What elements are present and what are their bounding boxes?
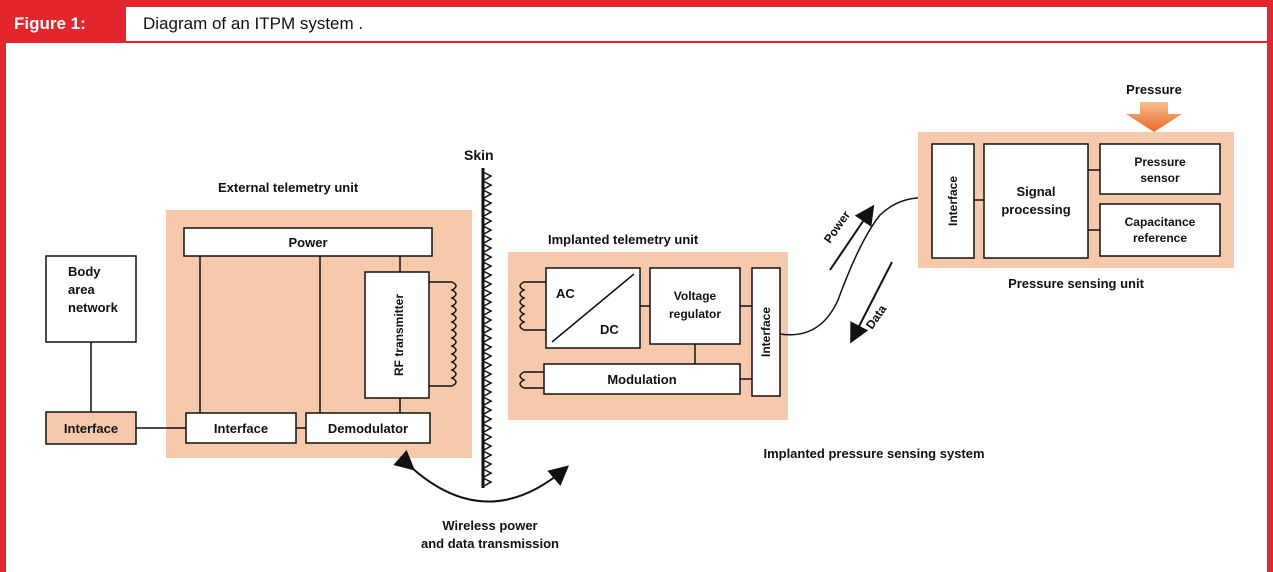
wireless-arrow [393,449,570,503]
figure-label: Figure 1: [6,7,126,41]
implanted-system-label: Implanted pressure sensing system [763,446,984,461]
interface-sensor-label: Interface [946,176,960,226]
interface-sensor-box [931,143,975,259]
power-arrow-label: Power [821,208,853,246]
ac-label: AC [556,286,575,301]
data-arrow [850,261,893,344]
power-label: Power [288,235,327,250]
wireless-label-1: Wireless power [442,518,537,533]
skin-label: Skin [464,147,494,163]
power-arrow [829,204,875,271]
modulation-box [543,363,741,395]
interface-left-label: Interface [64,421,118,436]
pressure-sensor-box [1099,143,1221,195]
wireless-label-2: and data transmission [421,536,559,551]
data-arrow-label: Data [863,302,890,332]
rf-coil [429,281,457,387]
interface-left-box [45,411,137,445]
capacitance-reference-box [1099,203,1221,257]
figure-title: Diagram of an ITPM system . [143,14,364,33]
dc-label: DC [600,322,619,337]
demodulator-box [305,412,431,444]
interface-impl-box [751,267,781,397]
interface-impl-label: Interface [759,307,773,357]
pressure-sensor-label-1: Pressure [1134,155,1186,169]
signal-label-2: processing [1001,202,1070,217]
capacitance-label-1: Capacitance [1125,215,1196,229]
pressure-sensor-label-2: sensor [1140,171,1180,185]
rf-transmitter-box [364,271,430,399]
voltage-regulator-box [649,267,741,345]
interface-ext-box [185,412,297,444]
rf-transmitter-label: RF transmitter [392,294,406,376]
implant-sensor-cable [779,197,929,336]
external-unit-label: External telemetry unit [218,180,359,195]
voltage-label-2: regulator [669,307,721,321]
pressure-label: Pressure [1126,82,1182,97]
ac-dc-diagonal [551,273,635,343]
pressure-sensing-unit-label: Pressure sensing unit [1008,276,1144,291]
ban-label-1: Body [68,264,101,279]
ban-label-2: area [68,282,96,297]
figure-caption-bar: Figure 1: Diagram of an ITPM system . [6,7,1267,43]
implanted-unit-label: Implanted telemetry unit [548,232,699,247]
capacitance-label-2: reference [1133,231,1187,245]
power-box [183,227,433,257]
signal-processing-box [983,143,1089,259]
implant-coil-bottom [519,371,544,389]
signal-label-1: Signal [1016,184,1055,199]
voltage-label-1: Voltage [674,289,717,303]
modulation-label: Modulation [607,372,676,387]
body-area-network-box [45,255,137,343]
interface-ext-label: Interface [214,421,268,436]
implant-coil-top [519,281,546,331]
pressure-arrow-icon [1126,102,1182,132]
ban-label-3: network [68,300,119,315]
demodulator-label: Demodulator [328,421,408,436]
